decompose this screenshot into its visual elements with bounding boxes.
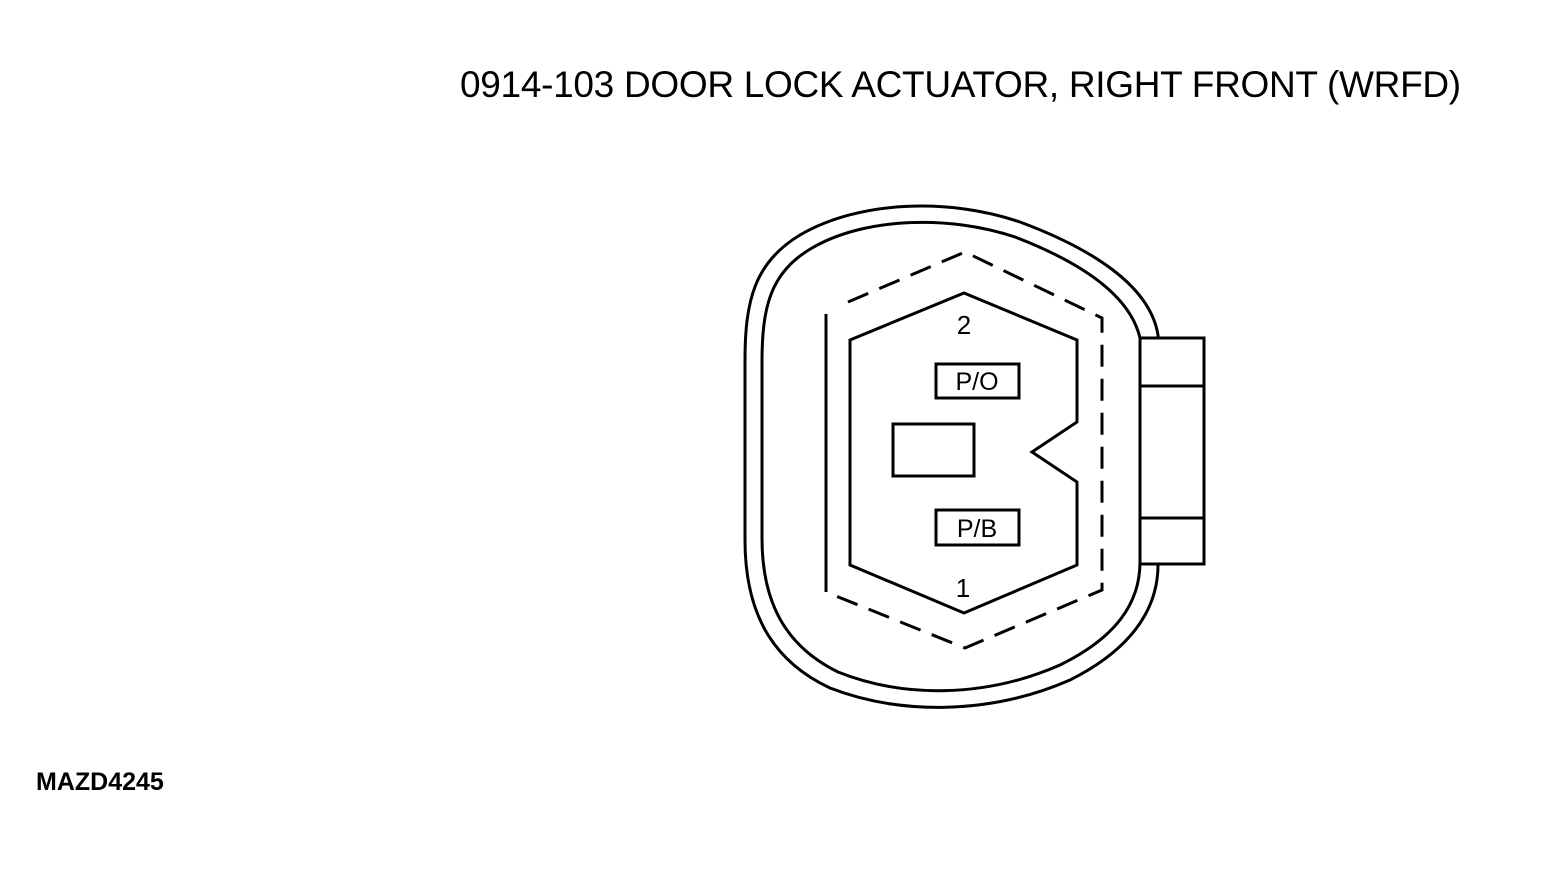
locking-tab — [1138, 336, 1206, 566]
terminal-cavity-outline — [848, 291, 1079, 615]
figure-id: MAZD4245 — [36, 768, 164, 796]
seal-dashed-outline — [825, 250, 1104, 650]
pin-number-2: 2 — [957, 310, 971, 340]
wire-label-box-pin-2 — [934, 362, 1021, 400]
connector-housing-inner — [760, 220, 1142, 693]
center-key-slot — [891, 422, 976, 478]
wire-color-pin-2: P/O — [955, 368, 998, 396]
wire-color-pin-1: P/B — [957, 515, 997, 543]
connector-housing-outer — [743, 204, 1160, 709]
pin-number-1: 1 — [956, 573, 970, 603]
wire-label-box-pin-1 — [934, 508, 1021, 547]
diagram-title: 0914-103 DOOR LOCK ACTUATOR, RIGHT FRONT… — [460, 64, 1461, 105]
